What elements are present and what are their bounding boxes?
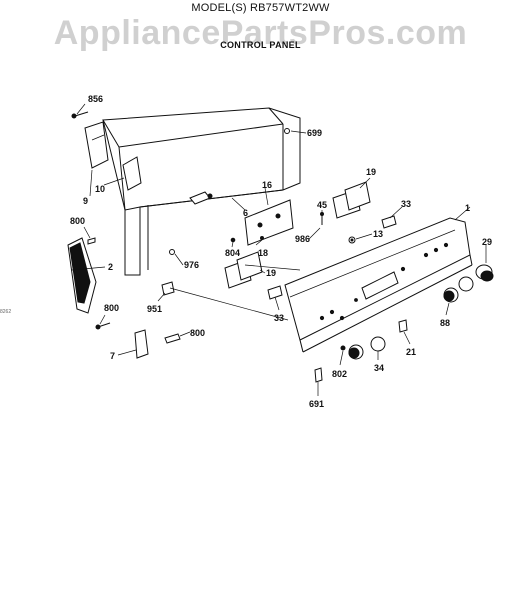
screw-986-13 bbox=[348, 236, 356, 244]
screw-699 bbox=[284, 128, 290, 134]
screw-800-b bbox=[95, 322, 111, 330]
screw-802 bbox=[340, 345, 346, 351]
label-21: 21 bbox=[406, 347, 416, 357]
label-13: 13 bbox=[373, 229, 383, 239]
clip-951 bbox=[161, 281, 175, 296]
label-18: 18 bbox=[258, 248, 268, 258]
end-cap-2 bbox=[67, 237, 97, 314]
label-800-c: 800 bbox=[190, 328, 205, 338]
screw-856 bbox=[71, 111, 89, 119]
label-856: 856 bbox=[88, 94, 103, 104]
screw-800-a bbox=[87, 237, 96, 245]
infinite-switch-bottom bbox=[224, 251, 263, 289]
diagram-subtitle: CONTROL PANEL bbox=[220, 40, 301, 50]
watermark: AppliancePartsPros.com bbox=[53, 14, 468, 52]
label-986: 986 bbox=[295, 234, 310, 244]
label-29: 29 bbox=[482, 237, 492, 247]
label-2: 2 bbox=[108, 262, 113, 272]
model-title: MODEL(S) RB757WT2WW bbox=[191, 2, 330, 14]
label-691: 691 bbox=[309, 399, 324, 409]
label-800-a: 800 bbox=[70, 216, 85, 226]
margin-code: 8262 bbox=[0, 309, 11, 315]
knob-88 bbox=[443, 287, 459, 303]
label-19-bottom: 19 bbox=[266, 268, 276, 278]
leader-lines bbox=[71, 103, 487, 396]
label-951: 951 bbox=[147, 304, 162, 314]
side-bracket-10 bbox=[122, 156, 142, 191]
screw-800-c bbox=[164, 333, 181, 344]
screw-45 bbox=[320, 212, 324, 225]
label-45: 45 bbox=[317, 200, 327, 210]
label-16: 16 bbox=[262, 180, 272, 190]
switch-mount-16 bbox=[244, 199, 294, 246]
lower-bracket-7 bbox=[134, 329, 149, 359]
label-10: 10 bbox=[95, 184, 105, 194]
knob-34 bbox=[348, 336, 386, 360]
label-19-top: 19 bbox=[366, 167, 376, 177]
label-34: 34 bbox=[374, 363, 384, 373]
side-bracket-9 bbox=[84, 121, 109, 169]
label-699: 699 bbox=[307, 128, 322, 138]
control-panel-1 bbox=[284, 217, 473, 353]
label-33-top: 33 bbox=[401, 199, 411, 209]
label-7: 7 bbox=[110, 351, 115, 361]
label-802: 802 bbox=[332, 369, 347, 379]
label-33-bottom: 33 bbox=[274, 313, 284, 323]
label-9: 9 bbox=[83, 196, 88, 206]
part-labels: 856 699 19 16 10 9 6 45 33 1 800 13 986 … bbox=[0, 94, 492, 409]
screw-691 bbox=[314, 367, 323, 383]
knob-29 bbox=[475, 264, 494, 282]
clip-33-top bbox=[381, 215, 397, 229]
rear-frame bbox=[102, 107, 301, 276]
label-800-b: 800 bbox=[104, 303, 119, 313]
label-6: 6 bbox=[243, 208, 248, 218]
infinite-switch-top bbox=[332, 181, 371, 219]
label-804: 804 bbox=[225, 248, 240, 258]
label-976: 976 bbox=[184, 260, 199, 270]
clip-33-bottom bbox=[267, 285, 283, 300]
knob-21 bbox=[398, 319, 408, 333]
knob-upper-2 bbox=[458, 276, 474, 292]
label-1: 1 bbox=[465, 203, 470, 213]
screw-804 bbox=[230, 237, 236, 243]
label-88: 88 bbox=[440, 318, 450, 328]
nut-976 bbox=[169, 249, 175, 255]
